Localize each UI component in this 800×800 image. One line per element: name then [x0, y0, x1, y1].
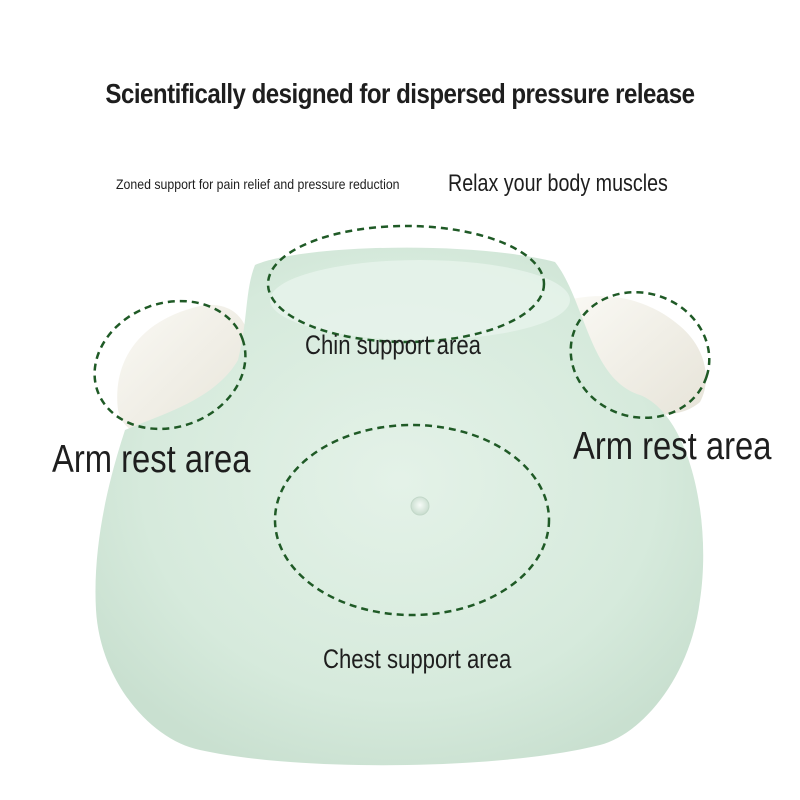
arm-rest-label-right: Arm rest area [573, 425, 772, 468]
headline: Scientifically designed for dispersed pr… [105, 78, 695, 109]
pillow-body [95, 247, 704, 766]
center-button [410, 496, 430, 516]
subtitle-large: Relax your body muscles [448, 170, 668, 197]
chin-zone-outline [266, 224, 546, 344]
chest-support-label: Chest support area [323, 644, 512, 674]
arm-rest-label-left: Arm rest area [52, 438, 251, 481]
right-arm-zone-outline [569, 290, 711, 420]
subtitle-small: Zoned support for pain relief and pressu… [116, 176, 400, 192]
chest-zone-outline [273, 423, 551, 617]
left-arm-zone-outline [93, 299, 247, 431]
chin-support-label: Chin support area [305, 330, 482, 360]
